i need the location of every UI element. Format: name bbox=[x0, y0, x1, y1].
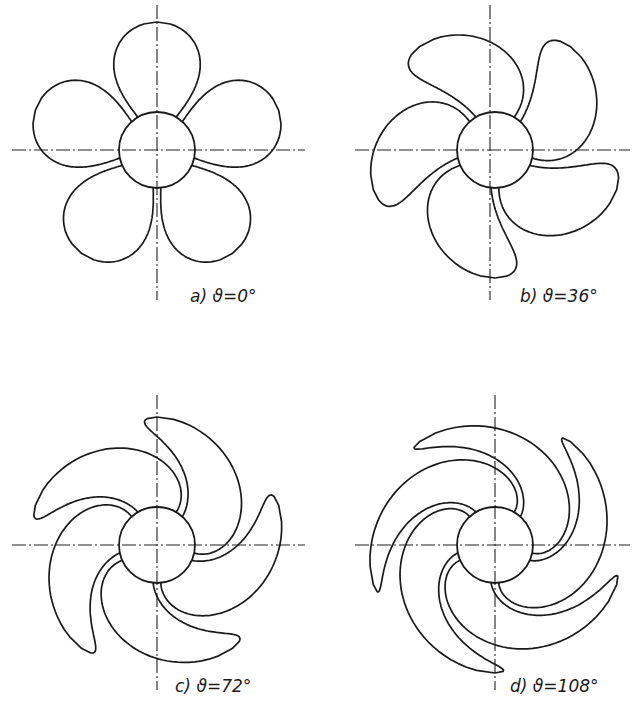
propeller-blade bbox=[428, 165, 517, 278]
propeller-blade bbox=[414, 426, 569, 554]
propeller-hub bbox=[119, 507, 195, 583]
figure-caption-label: a) ϑ=0° bbox=[188, 286, 259, 306]
propeller-blade bbox=[370, 460, 517, 592]
blade-group bbox=[33, 22, 619, 673]
propeller-blade bbox=[400, 509, 504, 673]
axis-line bbox=[156, 395, 157, 690]
axis-line bbox=[355, 544, 630, 545]
propeller-blade bbox=[371, 102, 470, 206]
propeller-blade bbox=[114, 22, 200, 117]
propeller-blade bbox=[161, 165, 251, 262]
propeller-hub bbox=[457, 507, 533, 583]
axis-line bbox=[355, 149, 630, 150]
propeller-blade bbox=[101, 560, 240, 662]
center-axes bbox=[12, 5, 630, 690]
figure-caption-label: b) ϑ=36° bbox=[518, 286, 600, 306]
propeller-blade bbox=[182, 80, 281, 167]
propeller-blade bbox=[49, 505, 132, 653]
propeller-blade bbox=[33, 80, 132, 167]
axis-line bbox=[489, 5, 490, 300]
propeller-blade bbox=[499, 438, 607, 608]
propeller-blade bbox=[408, 35, 523, 117]
propeller-blade bbox=[64, 165, 154, 262]
hub-group bbox=[119, 112, 533, 583]
propeller-blade bbox=[499, 163, 619, 235]
figure-caption-label: c) ϑ=72° bbox=[173, 676, 253, 696]
axis-line bbox=[12, 149, 305, 150]
propeller-hub bbox=[119, 112, 195, 188]
axis-line bbox=[156, 5, 157, 300]
figure-caption-label: d) ϑ=108° bbox=[508, 676, 601, 696]
propeller-hub bbox=[457, 112, 533, 188]
propeller-blade bbox=[34, 448, 181, 519]
